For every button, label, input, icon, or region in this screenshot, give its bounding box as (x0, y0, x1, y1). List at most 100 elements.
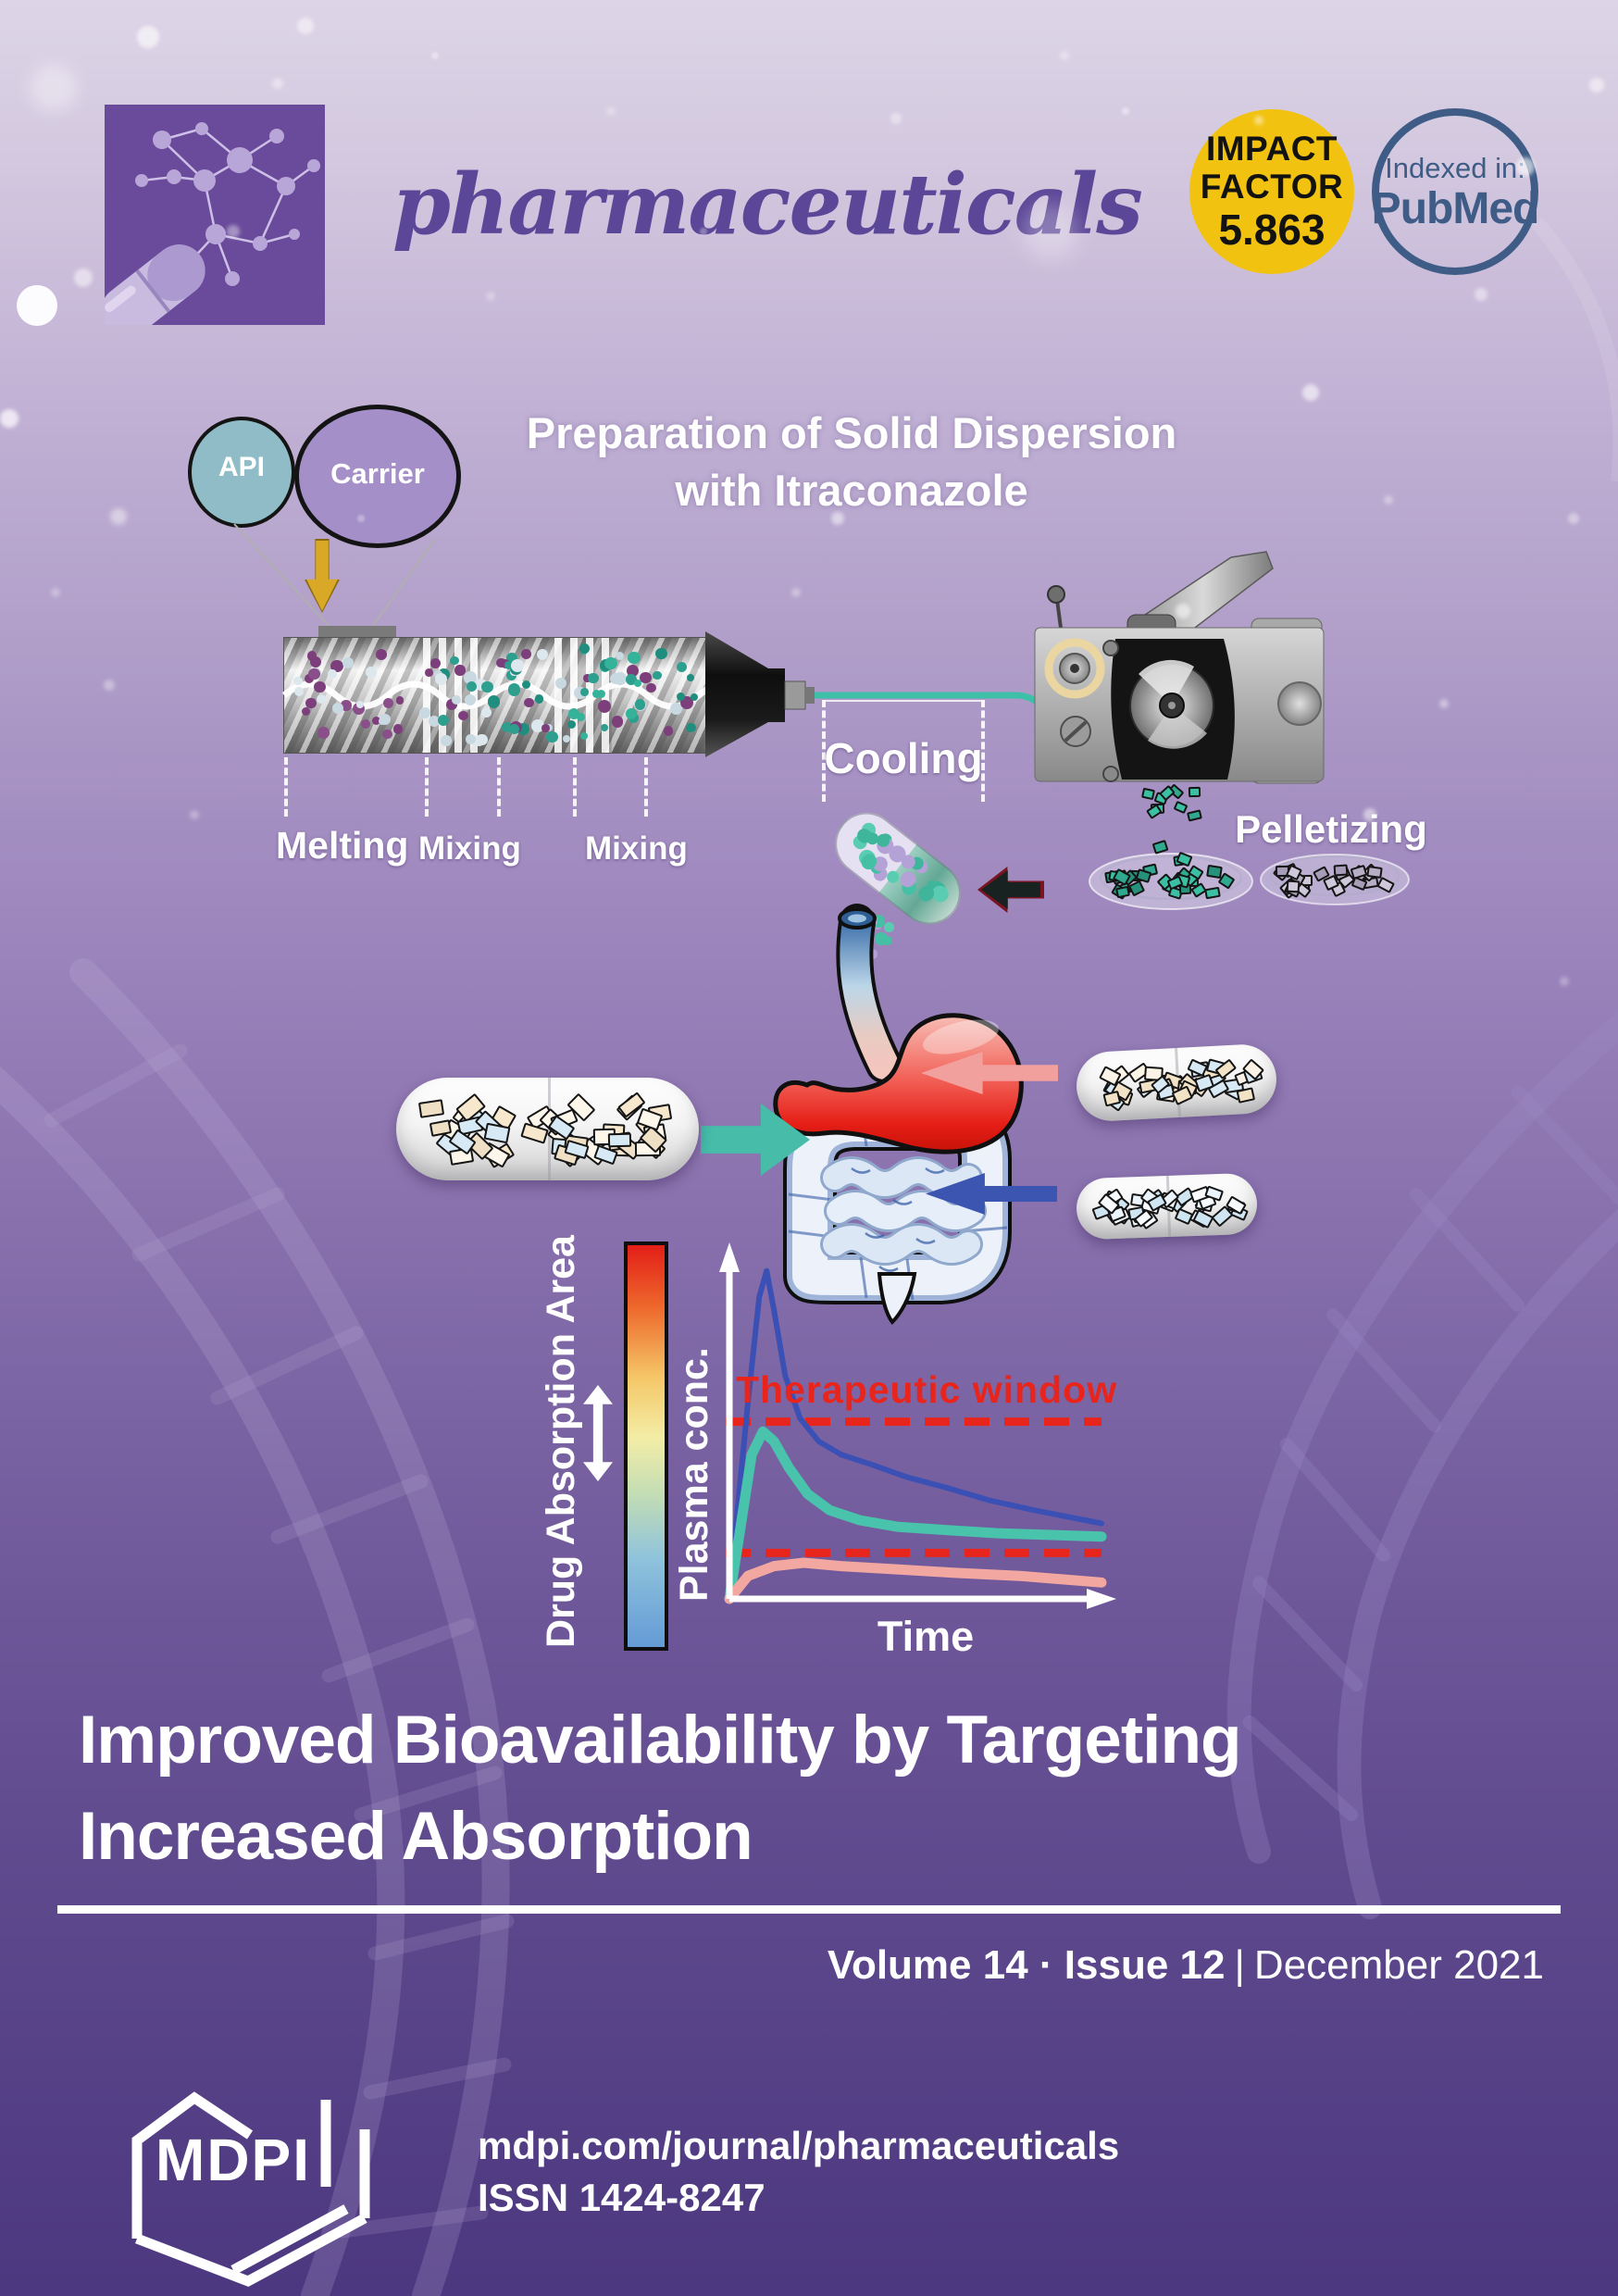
mdpi-logo-text: MDPI (156, 2127, 311, 2193)
pellet (330, 660, 343, 673)
pellet (600, 723, 609, 732)
pellet (645, 682, 656, 693)
logo-molecule-pill-icon (105, 122, 320, 325)
section-dash-1 (284, 757, 288, 817)
mixing2-label: Mixing (585, 830, 688, 867)
pellet (506, 652, 517, 664)
sparkle-dot (890, 113, 902, 124)
pellet (609, 672, 622, 685)
pellet (579, 643, 590, 654)
pellet (473, 735, 485, 747)
plasma-curve (724, 1557, 1107, 1604)
sparkle-dot (1122, 107, 1129, 115)
pellet (293, 676, 303, 686)
pellet (466, 734, 476, 744)
sparkle-dot (700, 228, 707, 235)
pellet (691, 693, 699, 702)
journal-logo (105, 105, 325, 325)
pellet (481, 681, 493, 693)
sparkle-dot (17, 285, 57, 326)
pellet (316, 693, 326, 704)
pellet (331, 703, 343, 715)
pellet (653, 670, 662, 680)
pellet (634, 699, 646, 710)
divider-rule (57, 1905, 1561, 1914)
sparkle-dot (0, 409, 19, 428)
pellet (669, 702, 682, 715)
sparkle-dot (431, 52, 439, 59)
pellet (524, 698, 534, 708)
pellet (458, 710, 468, 720)
sparkle-dot (51, 588, 60, 597)
pellet (328, 669, 337, 680)
pellet (342, 656, 355, 668)
sparkle-dot (227, 225, 240, 238)
pellet (379, 718, 387, 726)
journal-issn: ISSN 1424-8247 (478, 2176, 765, 2219)
sparkle-dot (1568, 513, 1579, 524)
cover-date: December 2021 (1253, 1942, 1544, 1988)
factor-word: FACTOR (1200, 168, 1344, 206)
pellet (596, 689, 605, 698)
headline-line1: Improved Bioavailability by Targeting (79, 1703, 1242, 1778)
pellet (655, 647, 667, 660)
pellet (464, 694, 476, 706)
therapeutic-window-label: Therapeutic window (736, 1368, 1118, 1411)
pellet (441, 735, 452, 746)
pellet (424, 668, 433, 677)
cooling-bracket-left (822, 700, 826, 802)
pellet (579, 731, 589, 741)
pellet (508, 724, 519, 735)
sparkle-dot (357, 515, 365, 522)
targeted-capsule (396, 1078, 699, 1180)
absorption-colorbar (624, 1242, 668, 1651)
sparkle-dot (1516, 157, 1535, 176)
pellet (628, 651, 641, 665)
pellet (534, 694, 543, 704)
cooling-bracket-right (981, 700, 985, 802)
pellet (306, 651, 317, 661)
pellet (562, 734, 571, 743)
extruder-material-dots (284, 638, 706, 753)
melting-label: Melting (276, 824, 409, 867)
pellet (577, 713, 585, 721)
volume-issue: Volume 14 · Issue 12 (827, 1942, 1226, 1988)
impact-factor-badge: IMPACT FACTOR 5.863 (1189, 109, 1354, 274)
indexed-in-label: Indexed in: (1385, 152, 1525, 184)
sparkle-dot (486, 292, 495, 301)
section-dash-5 (644, 757, 648, 817)
diagram-title-line2: with Itraconazole (675, 466, 1028, 515)
pellet (604, 656, 617, 669)
sparkle-dot (1302, 384, 1319, 401)
plasma-curve (727, 1267, 1104, 1602)
pellet (451, 694, 461, 705)
pellet (308, 668, 320, 680)
sparkle-dot (1060, 51, 1069, 60)
pellet (496, 658, 506, 668)
extruder-barrel (281, 637, 753, 754)
pellet (504, 660, 513, 669)
pellet (366, 666, 378, 678)
sparkle-dot (791, 588, 801, 597)
pellet (341, 700, 352, 711)
pellet (546, 730, 558, 743)
cover-headline: Improved Bioavailability by Targeting In… (79, 1692, 1523, 1885)
pellet (567, 707, 580, 719)
cooling-label: Cooling (824, 734, 983, 782)
pellet (317, 726, 330, 739)
pellet (355, 700, 364, 708)
headline-line2: Increased Absorption (79, 1799, 753, 1874)
pellet (588, 672, 599, 684)
impact-word: IMPACT (1205, 130, 1338, 168)
pellet (392, 724, 404, 734)
sparkle-dot (297, 18, 314, 34)
pellet (445, 699, 457, 710)
sparkle-dot (1254, 116, 1263, 125)
pellet (633, 680, 641, 688)
diagram-title: Preparation of Solid Dispersion with Itr… (518, 405, 1185, 519)
mixing1-label: Mixing (418, 830, 521, 867)
pellet (309, 656, 321, 668)
separator: | (1234, 1942, 1245, 1988)
